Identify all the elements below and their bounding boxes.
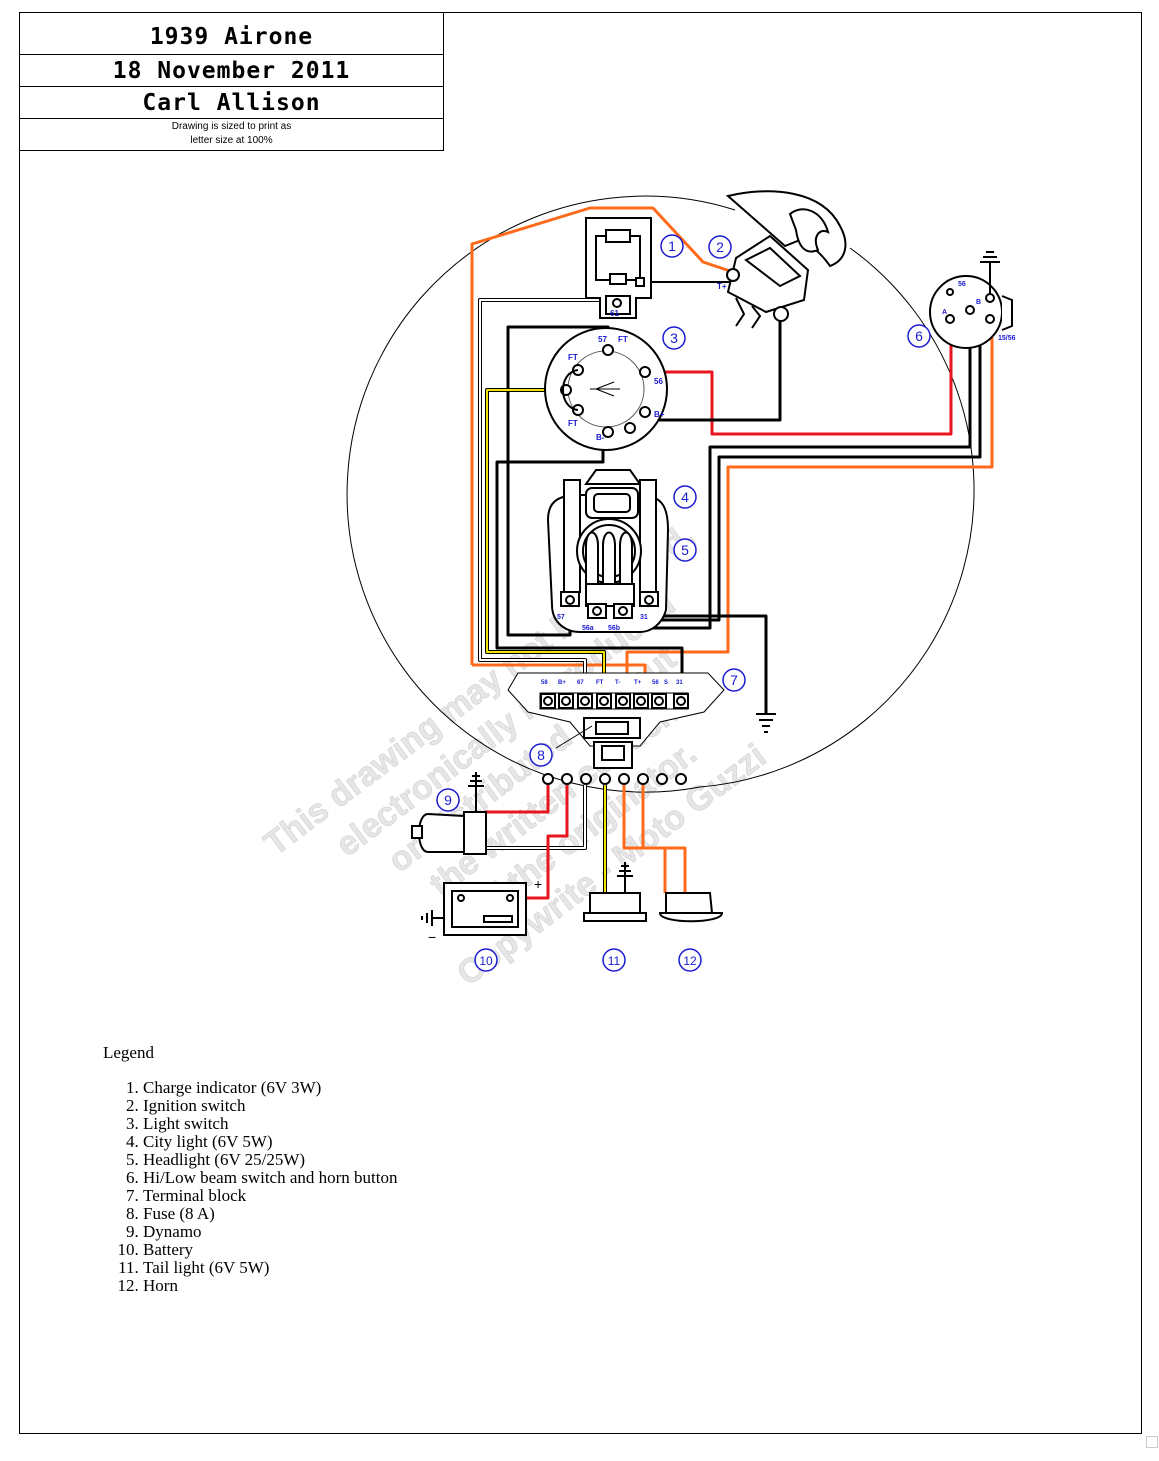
hi-low-beam-switch [929, 251, 1013, 349]
white-wire-charge-61-core [479, 299, 617, 683]
hl-label-56a: 56a [582, 625, 594, 632]
ls-label-ft-left: FT [568, 353, 578, 362]
yellow-wire-ft-core [486, 389, 605, 683]
print-note-line1: Drawing is sized to print as [171, 121, 292, 132]
corner-mark [1146, 1436, 1158, 1448]
ls-label-ft-top: FT [618, 335, 628, 344]
headlight-assembly [546, 469, 670, 633]
callout-11: 11 [608, 954, 621, 968]
block-label-6: 56 [652, 680, 659, 686]
charge-indicator [585, 217, 652, 319]
drawing-frame [19, 12, 1142, 1434]
orange-wire-horn-b [641, 785, 687, 893]
terminal-block [507, 672, 725, 785]
drawing-date: 18 November 2011 [20, 55, 443, 87]
hilo-label-a: A [942, 309, 947, 316]
battery [421, 882, 527, 936]
legend-item: City light (6V 5W) [143, 1133, 398, 1151]
callout-1: 1 [668, 238, 676, 254]
legend-item: Charge indicator (6V 3W) [143, 1079, 398, 1097]
block-label-7: S [664, 680, 668, 686]
hilo-label-b: B [976, 299, 981, 306]
callout-5: 5 [681, 542, 689, 558]
white-wire-dynamo-core [484, 785, 586, 849]
orange-wire-hilo [625, 320, 994, 683]
legend-item: Hi/Low beam switch and horn button [143, 1169, 398, 1187]
ignition-switch [725, 190, 847, 329]
hilo-label-1556: 15/56 [998, 335, 1016, 342]
red-wire-56 [660, 279, 953, 436]
block-labels: 58 B+ 67 FT T- T+ 56 S 31 [541, 680, 683, 686]
callout-3: 3 [670, 330, 678, 346]
drawing-author: Carl Allison [20, 87, 443, 119]
hilo-labels: 56 A B 15/56 [942, 281, 1016, 342]
title-block: 1939 Airone 18 November 2011 Carl Alliso… [19, 12, 444, 151]
legend-item: Dynamo [143, 1223, 398, 1241]
callout-numbers: 1 2 3 4 5 6 7 8 9 10 11 12 [444, 238, 923, 968]
print-note-line2: letter size at 100% [190, 135, 273, 146]
legend-list: Charge indicator (6V 3W) Ignition switch… [103, 1079, 398, 1295]
block-label-2: 67 [577, 680, 584, 686]
model-title: 1939 Airone [20, 13, 443, 55]
callout-8: 8 [537, 747, 545, 763]
callout-2: 2 [716, 239, 724, 255]
red-wire-dynamo [484, 785, 550, 814]
block-label-3: FT [596, 680, 604, 686]
block-label-4: T- [615, 680, 620, 686]
legend-item: Terminal block [143, 1187, 398, 1205]
block-label-5: T+ [634, 680, 642, 686]
ls-label-bplus: B+ [654, 410, 665, 419]
black-wire-bminus [495, 436, 684, 683]
block-label-1: B+ [558, 680, 566, 686]
charge-indicator-terminal-label: 61 [610, 309, 619, 318]
hilo-label-56: 56 [958, 281, 966, 288]
legend-item: Tail light (6V 5W) [143, 1259, 398, 1277]
legend-title: Legend [103, 1043, 154, 1062]
dynamo [411, 772, 487, 855]
battery-minus-label: − [428, 929, 436, 945]
ignition-terminal-label: T+ [717, 282, 727, 291]
ground-symbol-31 [756, 713, 776, 733]
hl-label-56b: 56b [608, 625, 620, 632]
print-size-note: Drawing is sized to print as letter size… [20, 120, 443, 148]
callout-9: 9 [444, 792, 452, 808]
legend-item: Light switch [143, 1115, 398, 1133]
legend-item: Ignition switch [143, 1097, 398, 1115]
component-callouts [436, 234, 931, 972]
hl-label-57: 57 [557, 614, 565, 621]
light-switch [544, 327, 668, 451]
callout-10: 10 [479, 954, 493, 968]
block-label-8: 31 [676, 680, 683, 686]
block-label-0: 58 [541, 680, 548, 686]
orange-wire-main [470, 206, 734, 665]
light-switch-labels: 57 FT FT FT 56 B+ B- [568, 335, 665, 442]
legend-item: Fuse (8 A) [143, 1205, 398, 1223]
callout-6: 6 [915, 328, 923, 344]
ls-label-bminus: B- [596, 433, 605, 442]
headlamp-shell-outline-right [699, 247, 975, 788]
tail-light [583, 862, 647, 922]
legend-item: Horn [143, 1277, 398, 1295]
red-wire-battery [510, 785, 569, 900]
headlamp-shell-outline [346, 195, 736, 793]
battery-plus-label: + [534, 876, 542, 892]
callout-7: 7 [730, 672, 738, 688]
ls-label-57: 57 [598, 335, 607, 344]
ls-label-56: 56 [654, 377, 663, 386]
callout-4: 4 [681, 489, 689, 505]
legend-item: Battery [143, 1241, 398, 1259]
legend-item: Headlight (6V 25/25W) [143, 1151, 398, 1169]
legend: Legend Charge indicator (6V 3W) Ignition… [103, 1043, 398, 1295]
horn [658, 892, 724, 923]
headlight-labels: 57 56a 56b 31 [557, 614, 648, 632]
ls-label-ft-low: FT [568, 419, 578, 428]
callout-12: 12 [683, 954, 697, 968]
hl-label-31: 31 [640, 614, 648, 621]
